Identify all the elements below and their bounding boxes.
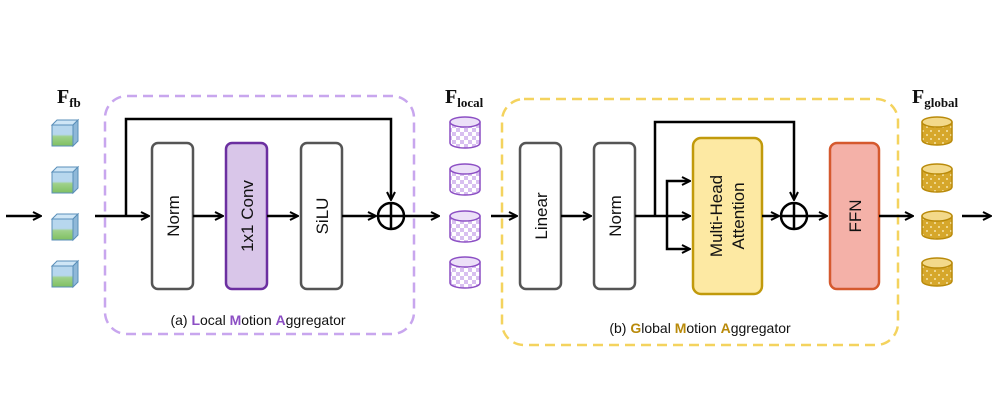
f-global-label: Fglobal: [912, 86, 959, 110]
feature-cube-icon: [50, 165, 80, 195]
checker-cylinder-icon: [449, 256, 481, 289]
silu-block: SiLU: [299, 141, 344, 291]
linear-block: Linear: [518, 141, 563, 291]
qkv-branch-arrows: [635, 181, 689, 249]
mha-label-line2: Attention: [729, 182, 748, 249]
multi-head-attention-block: Multi-Head Attention: [691, 136, 764, 296]
checker-cylinder-icon: [449, 163, 481, 196]
local-norm-block: Norm: [150, 141, 195, 291]
global-residual-path: [653, 120, 794, 216]
conv-block: 1x1 Conv: [224, 141, 269, 291]
global-motion-aggregator-frame: [500, 97, 900, 347]
silu-label: SiLU: [313, 198, 332, 235]
checker-cylinder-icon: [449, 210, 481, 243]
global-norm-block: Norm: [592, 141, 637, 291]
ffn-label: FFN: [846, 199, 865, 232]
checker-cylinder-icon: [449, 116, 481, 149]
global-caption: (b) Global Motion Aggregator: [609, 320, 791, 336]
global-add-icon: [779, 201, 809, 231]
linear-label: Linear: [532, 192, 551, 240]
local-norm-label: Norm: [164, 195, 183, 237]
ffn-block: FFN: [828, 141, 881, 291]
f-fb-label: Ffb: [57, 86, 81, 110]
local-feature-cylinders: [449, 116, 481, 289]
local-residual-path: [124, 117, 391, 216]
global-norm-label: Norm: [606, 195, 625, 237]
global-feature-cylinders: [921, 116, 953, 287]
dotted-cylinder-icon: [921, 163, 953, 193]
local-motion-aggregator-frame: [103, 94, 416, 336]
feature-cube-icon: [50, 118, 80, 148]
local-caption: (a) Local Motion Aggregator: [170, 312, 345, 328]
mha-label-line1: Multi-Head: [707, 175, 726, 257]
feature-cube-icon: [50, 259, 80, 289]
dotted-cylinder-icon: [921, 116, 953, 146]
feature-cube-icon: [50, 212, 80, 242]
conv-label: 1x1 Conv: [238, 180, 257, 252]
dotted-cylinder-icon: [921, 257, 953, 287]
input-feature-cubes: [50, 118, 80, 289]
f-local-label: Flocal: [445, 86, 484, 110]
local-add-icon: [376, 201, 406, 231]
dotted-cylinder-icon: [921, 210, 953, 240]
